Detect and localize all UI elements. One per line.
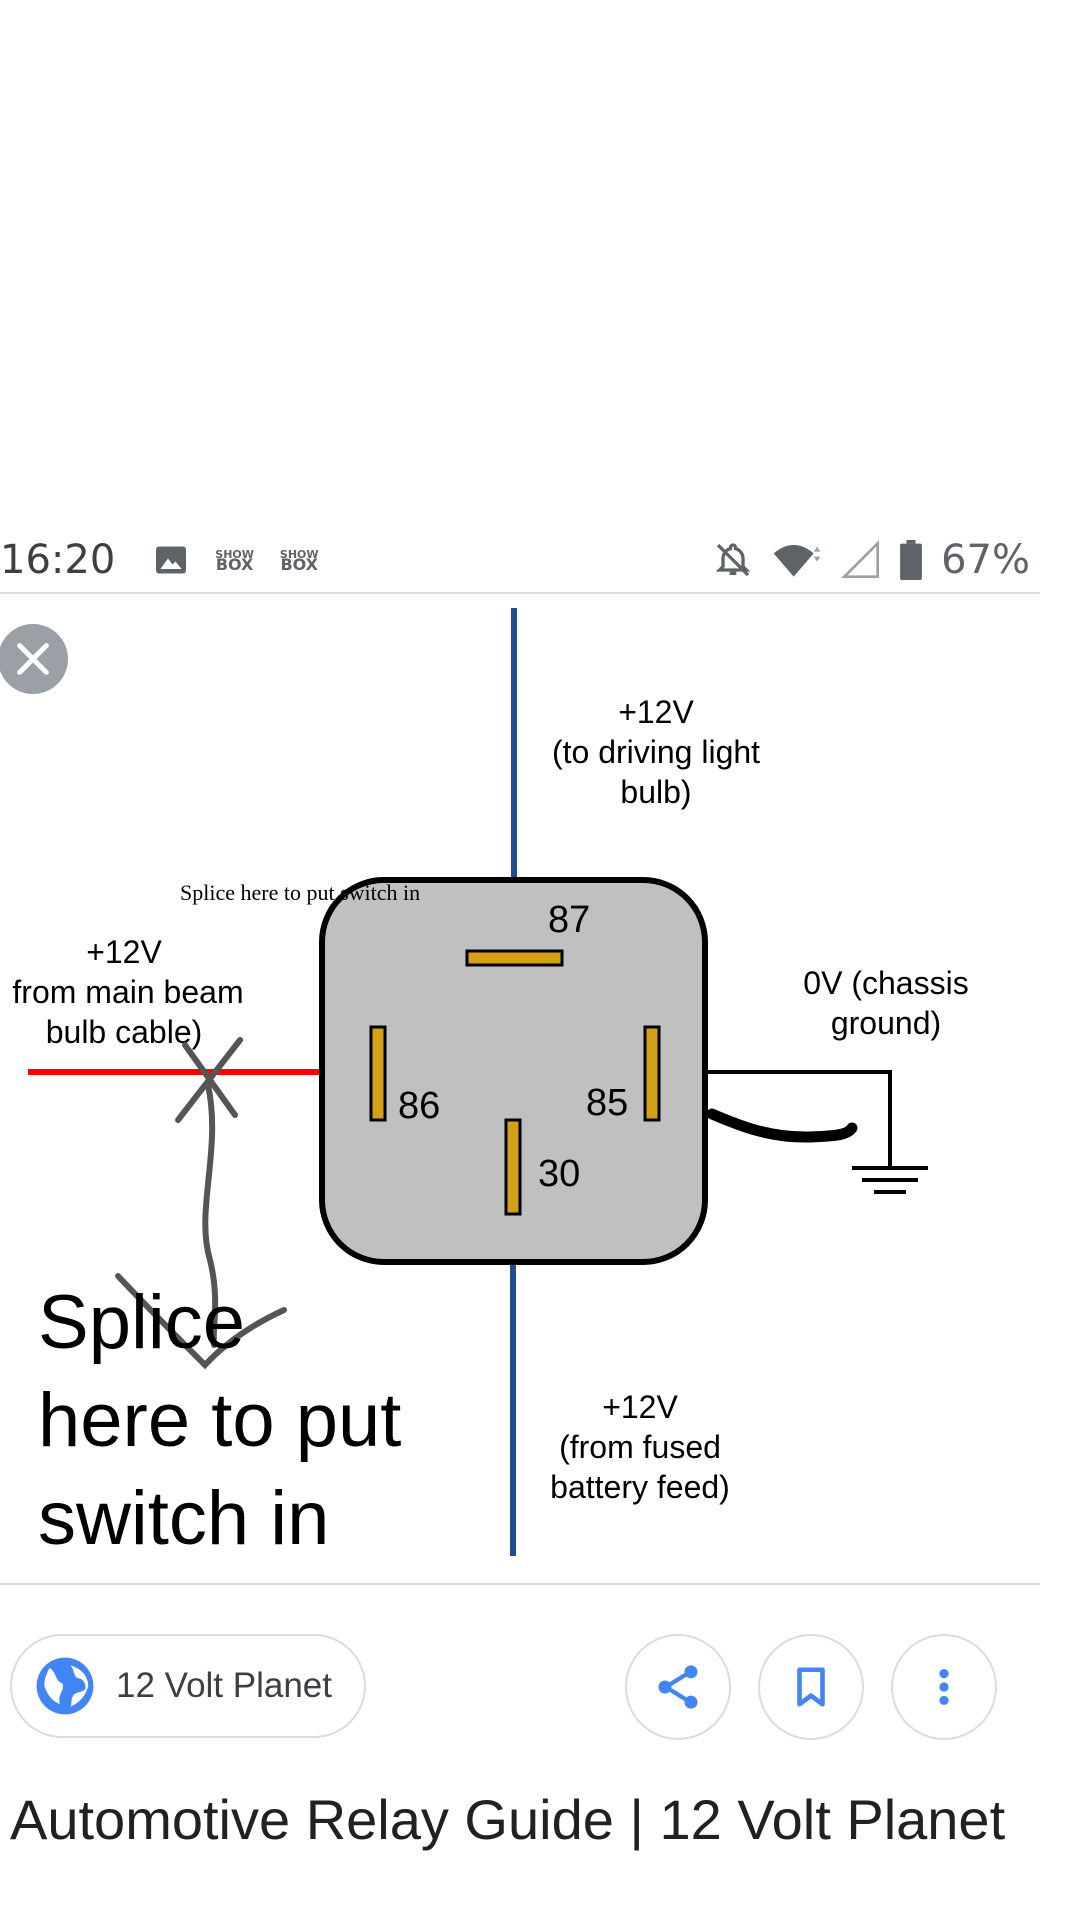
share-icon — [658, 1665, 698, 1709]
battery-percentage: 67% — [941, 537, 1030, 583]
big-note-line3: switch in — [38, 1476, 329, 1561]
pin-87 — [465, 949, 564, 967]
handwritten-ground-scribble — [706, 1108, 858, 1143]
ground-symbol — [852, 1166, 928, 1194]
bookmark-button[interactable] — [758, 1634, 864, 1740]
showbox-icon: SHOW BOX — [215, 548, 254, 574]
image-icon — [156, 546, 187, 574]
pin-87-label: 87 — [548, 899, 590, 941]
divider — [0, 1583, 1040, 1585]
showbox-top-text: SHOW — [279, 548, 319, 561]
handwritten-arrow-line — [202, 1082, 219, 1348]
status-system-icons: 67% — [713, 537, 1030, 583]
label-86-line2: from main beam — [12, 974, 243, 1010]
status-notifications: SHOW BOX SHOW BOX — [153, 542, 319, 578]
status-bar: 16:20 SHOW BOX SHOW BOX — [0, 530, 1040, 590]
bookmark-icon — [797, 1667, 825, 1707]
handwritten-check-mark — [115, 1273, 287, 1370]
pin-86 — [369, 1025, 387, 1122]
label-86-line1: +12V — [86, 934, 162, 970]
label-87-line1: +12V — [618, 694, 694, 730]
close-icon — [17, 643, 49, 675]
big-note-line2: here to put — [38, 1378, 401, 1463]
label-30-line2: (from fused — [559, 1429, 721, 1465]
handwritten-x-mark — [175, 1037, 243, 1123]
divider — [0, 592, 1040, 594]
splice-note-small: Splice here to put switch in — [180, 880, 420, 905]
showbox-icon: SHOW BOX — [279, 548, 319, 574]
relay-diagram: 87 86 85 30 +12V (to driving light bulb)… — [12, 608, 969, 1561]
pin-30-label: 30 — [538, 1153, 580, 1195]
notifications-off-icon — [715, 543, 751, 577]
showbox-bottom-text: BOX — [215, 555, 254, 574]
close-button[interactable] — [0, 624, 68, 694]
pin-86-label: 86 — [398, 1085, 440, 1127]
status-time: 16:20 — [0, 537, 116, 583]
wifi-icon — [773, 545, 821, 577]
showbox-top-text: SHOW — [215, 548, 254, 561]
pin-30 — [504, 1118, 522, 1216]
relay-body — [319, 877, 708, 1265]
big-note-line1: Splice — [38, 1280, 245, 1365]
share-button[interactable] — [625, 1634, 731, 1740]
wire-85-ground — [660, 1070, 892, 1168]
more-vert-icon — [939, 1668, 949, 1706]
label-85-line2: ground) — [831, 1005, 941, 1041]
label-87-line2: (to driving light — [552, 734, 760, 770]
label-85-line1: 0V (chassis — [803, 965, 968, 1001]
label-87-line3: bulb) — [620, 774, 691, 810]
label-86-line3: bulb cable) — [46, 1014, 203, 1050]
battery-icon — [900, 540, 923, 580]
more-options-button[interactable] — [891, 1634, 997, 1740]
source-chip[interactable]: 12 Volt Planet — [10, 1634, 366, 1738]
page-title[interactable]: Automotive Relay Guide | 12 Volt Planet — [10, 1788, 1006, 1851]
label-30-line1: +12V — [602, 1389, 678, 1425]
label-30-line3: battery feed) — [550, 1469, 730, 1505]
pin-85-label: 85 — [586, 1082, 628, 1124]
image-viewer[interactable]: 87 86 85 30 +12V (to driving light bulb)… — [0, 594, 1040, 1583]
cell-signal-icon — [841, 540, 880, 578]
globe-icon — [36, 1657, 94, 1715]
source-name: 12 Volt Planet — [116, 1666, 332, 1705]
showbox-bottom-text: BOX — [280, 555, 318, 574]
pin-85 — [643, 1025, 661, 1122]
